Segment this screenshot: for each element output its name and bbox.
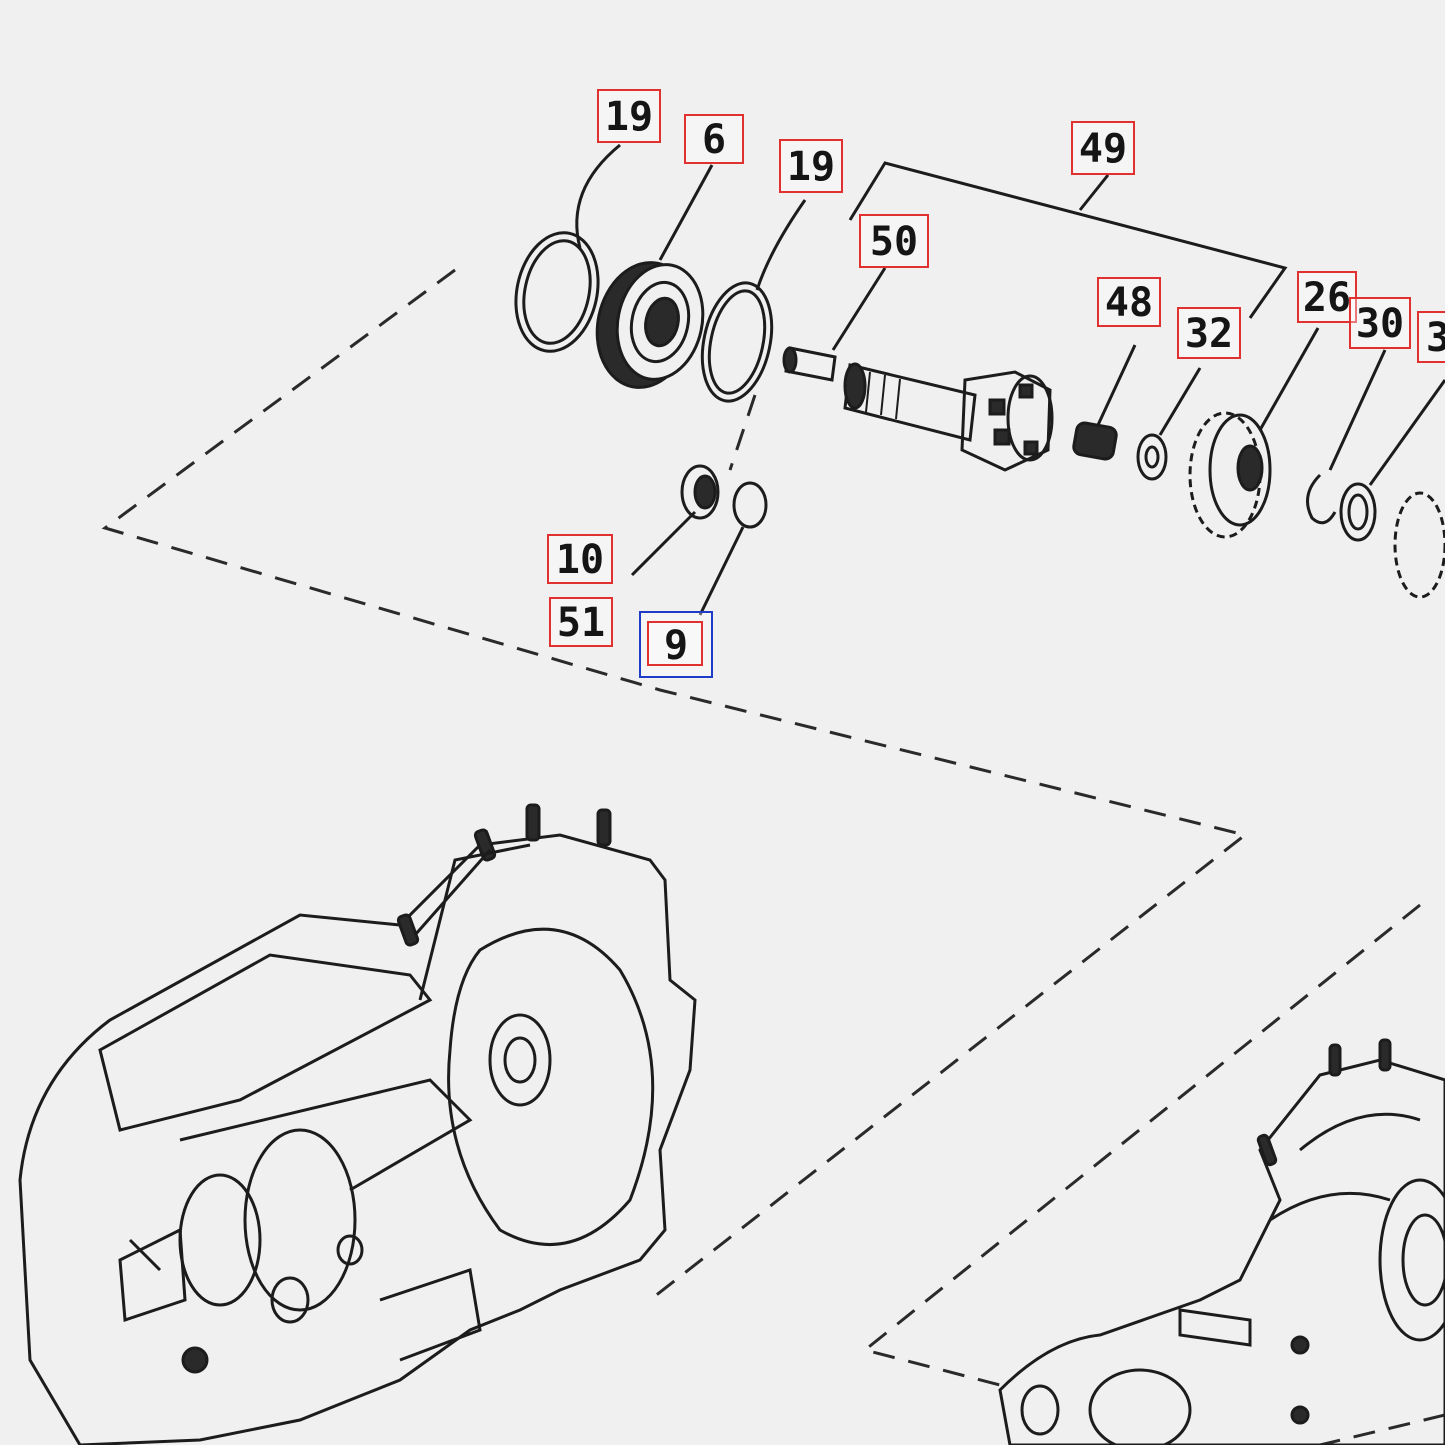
leader-50 xyxy=(831,267,887,351)
leader-48 xyxy=(1096,344,1137,426)
spring-part-10 xyxy=(680,464,720,520)
circlip-part-19b xyxy=(700,281,774,403)
callout-51[interactable]: 51 xyxy=(549,597,613,647)
callout-label-26: 26 xyxy=(1303,275,1351,321)
callout-box-48[interactable] xyxy=(1097,277,1161,327)
callout-label-30: 30 xyxy=(1356,301,1404,347)
callout-3x[interactable]: 3 xyxy=(1417,311,1445,363)
callout-label-48: 48 xyxy=(1105,280,1153,326)
washer-part-3x xyxy=(1339,482,1377,542)
callout-9[interactable]: 9 xyxy=(639,611,713,678)
callout-box-50[interactable] xyxy=(859,214,929,268)
callout-label-49: 49 xyxy=(1079,126,1127,172)
callout-box-51[interactable] xyxy=(549,597,613,647)
gear-part-edge xyxy=(1393,491,1445,599)
leader-19a xyxy=(575,143,621,249)
callout-box-26[interactable] xyxy=(1297,271,1357,323)
callout-label-3x: 3 xyxy=(1426,315,1445,361)
leader-3x xyxy=(1368,379,1445,486)
assembly-envelope-lower xyxy=(861,903,1421,1387)
callout-box-32[interactable] xyxy=(1177,307,1241,359)
callout-box-6[interactable] xyxy=(684,114,744,164)
callout-box-19b[interactable] xyxy=(779,139,843,193)
leader-49 xyxy=(1078,174,1110,211)
leader-32 xyxy=(1158,367,1202,436)
leader-30 xyxy=(1328,349,1387,471)
callout-26[interactable]: 26 xyxy=(1297,271,1357,323)
callout-32[interactable]: 32 xyxy=(1177,307,1241,359)
leader-6 xyxy=(658,164,714,261)
callout-label-6: 6 xyxy=(702,117,726,163)
leader-26 xyxy=(1258,327,1320,431)
callout-box-10[interactable] xyxy=(547,534,613,584)
callout-49[interactable]: 49 xyxy=(1071,121,1135,175)
leader-19b-dashed xyxy=(728,394,757,471)
callout-50[interactable]: 50 xyxy=(859,214,929,268)
callout-label-10: 10 xyxy=(556,537,604,583)
callout-19b[interactable]: 19 xyxy=(779,139,843,193)
crankcase-part-right xyxy=(998,1038,1445,1445)
callout-label-9: 9 xyxy=(664,623,688,669)
shaft-part-49 xyxy=(843,362,1054,472)
bearing-part-6 xyxy=(595,261,705,389)
oring-part-9 xyxy=(732,481,768,529)
callout-box-3x[interactable] xyxy=(1417,311,1445,363)
callout-label-50: 50 xyxy=(870,219,918,265)
leader-9 xyxy=(698,526,745,616)
circlip-part-19a xyxy=(514,231,600,353)
callout-30[interactable]: 30 xyxy=(1349,297,1411,349)
leader-10 xyxy=(630,510,697,577)
crankcase-part-left xyxy=(18,803,697,1445)
gear-part-26 xyxy=(1188,411,1272,539)
pin-part-50 xyxy=(782,346,837,382)
circlip-part-30 xyxy=(1306,473,1337,525)
assembly-envelope-upper xyxy=(101,268,1249,1302)
callout-label-51: 51 xyxy=(557,600,605,646)
callout-label-19b: 19 xyxy=(787,144,835,190)
bushing-part-48 xyxy=(1072,421,1118,461)
callout-10[interactable]: 10 xyxy=(547,534,613,584)
leader-19b xyxy=(755,199,807,291)
callout-19a[interactable]: 19 xyxy=(597,89,661,143)
assembly-envelope-edge xyxy=(1319,1413,1445,1445)
callout-inner-box-9 xyxy=(647,621,703,666)
callout-box-30[interactable] xyxy=(1349,297,1411,349)
callout-box-19a[interactable] xyxy=(597,89,661,143)
callout-label-32: 32 xyxy=(1185,311,1233,357)
assembly-bracket-49 xyxy=(848,161,1288,319)
callout-label-19a: 19 xyxy=(605,94,653,140)
washer-part-32 xyxy=(1136,433,1168,481)
callout-box-49[interactable] xyxy=(1071,121,1135,175)
callout-6[interactable]: 6 xyxy=(684,114,744,164)
callout-48[interactable]: 48 xyxy=(1097,277,1161,327)
